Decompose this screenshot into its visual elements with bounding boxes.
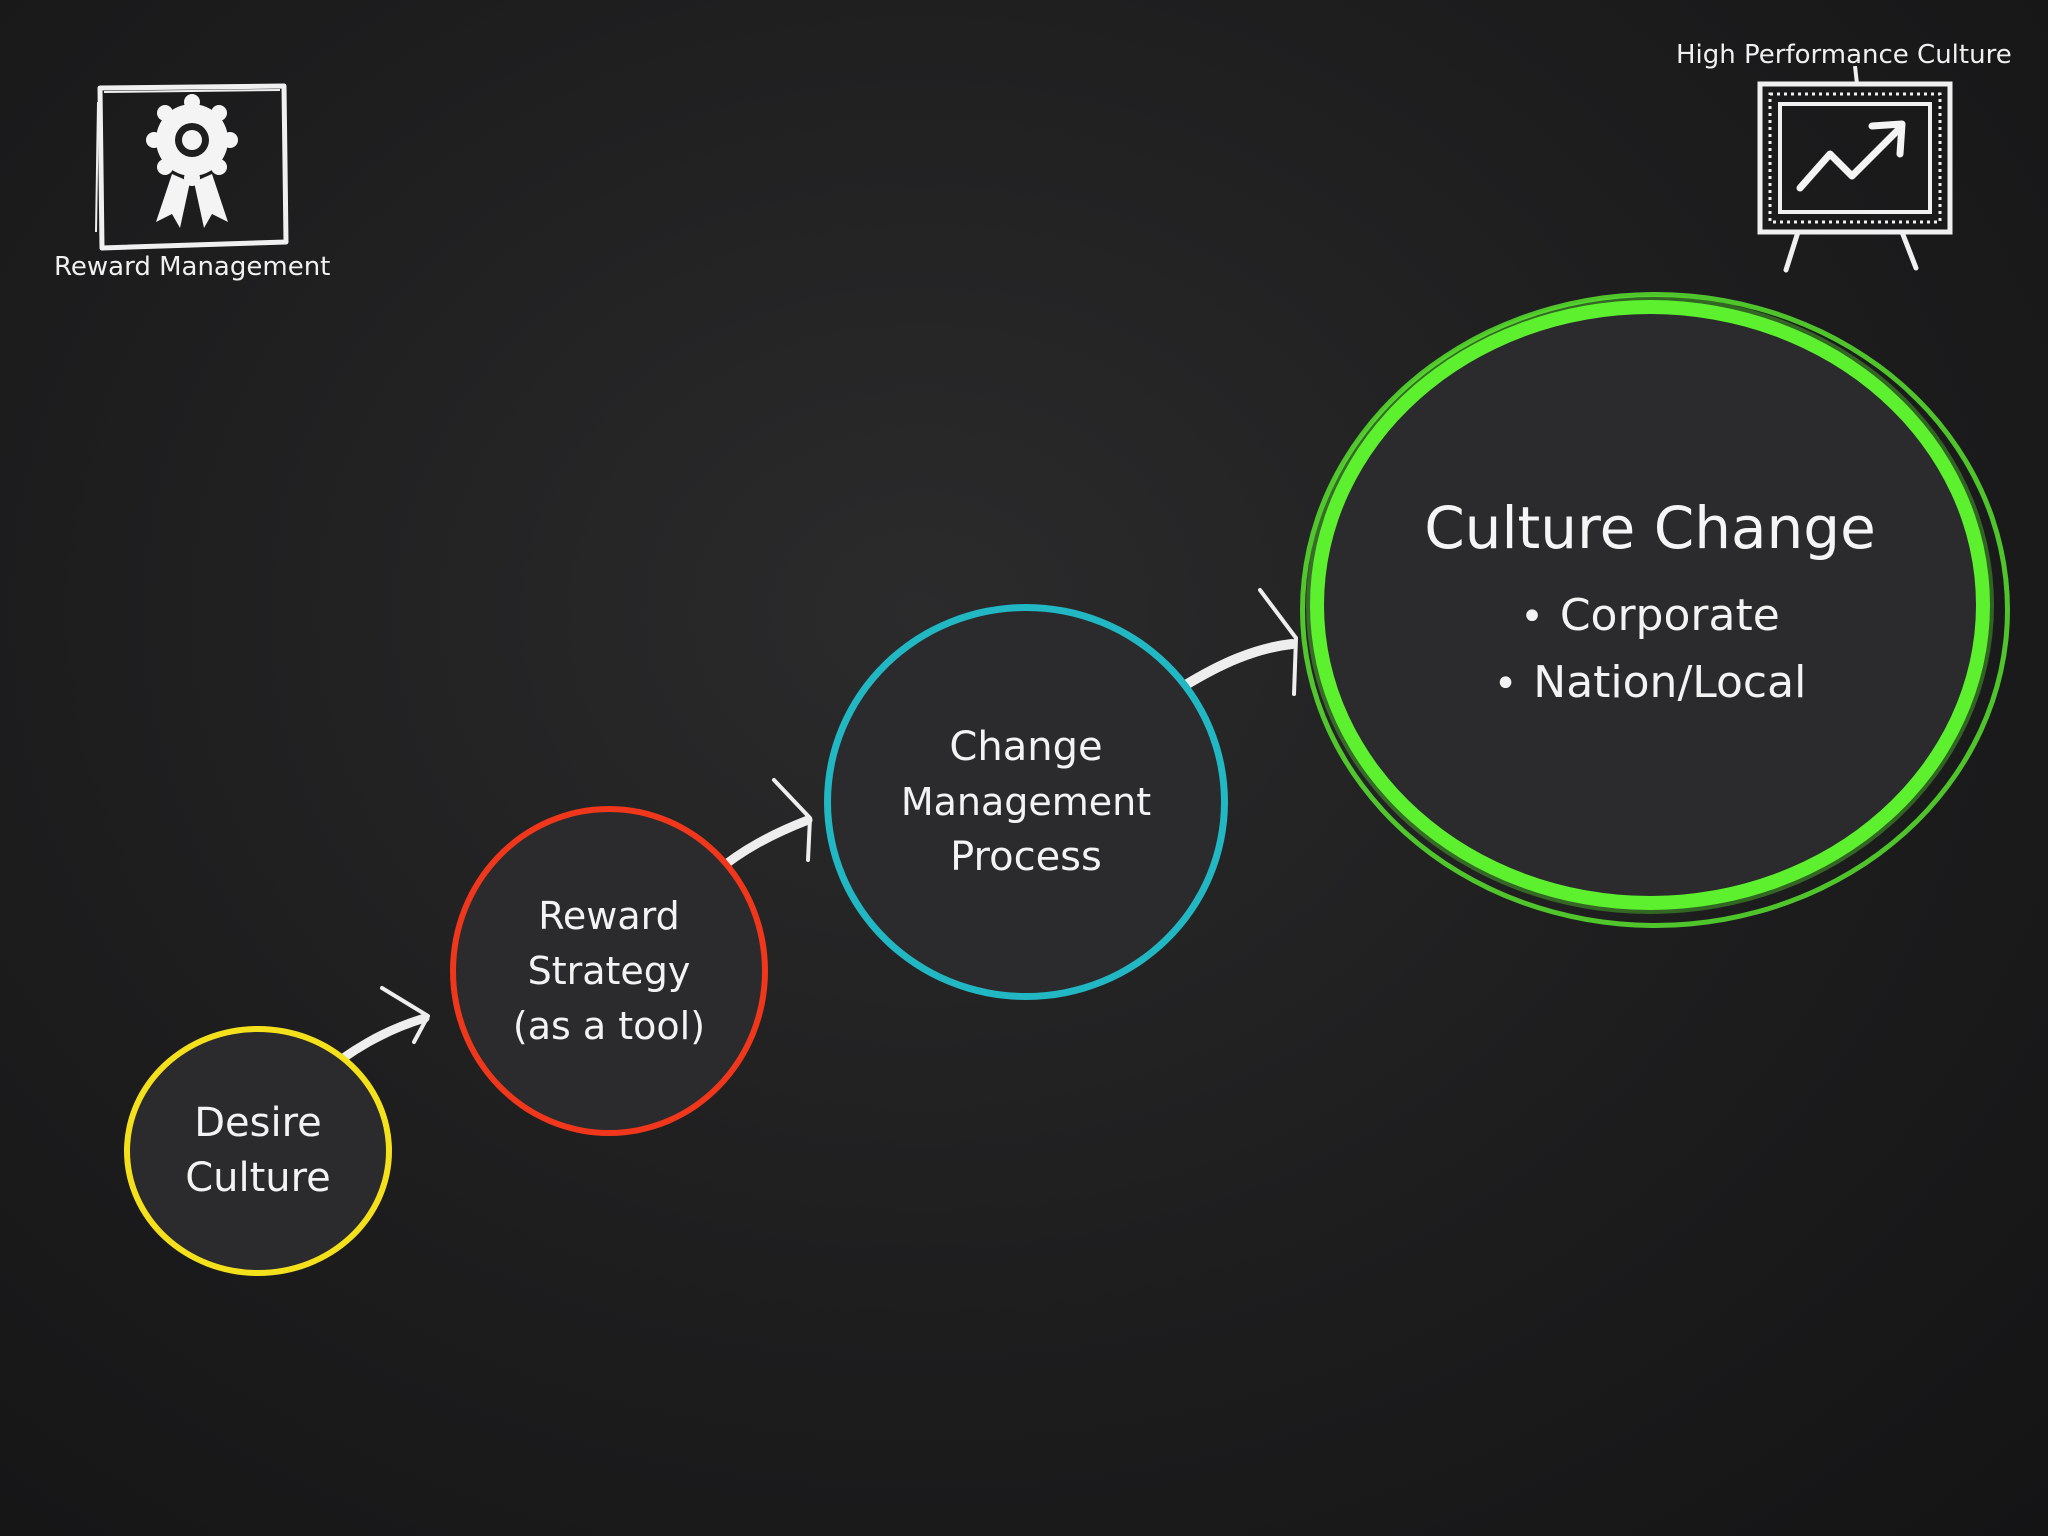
step-circle-reward-strategy: Reward Strategy (as a tool) <box>450 806 768 1136</box>
step-label-line: Desire <box>194 1100 322 1146</box>
high-performance-culture-caption: High Performance Culture <box>1676 40 2012 70</box>
step-label-line: Strategy <box>527 948 691 993</box>
step-label-line: Process <box>950 833 1102 880</box>
goal-bullet-item: Corporate <box>1494 583 1807 650</box>
award-ribbon-icon <box>95 83 289 251</box>
step-label-line: (as a tool) <box>512 1003 706 1048</box>
step-circle-change-management: Change Management Process <box>824 604 1228 1000</box>
step-label-line: Culture <box>185 1155 331 1201</box>
step-label-line: Change <box>949 723 1103 770</box>
goal-bullet-list: Corporate Nation/Local <box>1494 583 1807 717</box>
step-label-line: Management <box>900 779 1152 824</box>
arrow-icon <box>1180 588 1298 696</box>
step-circle-desire-culture: Desire Culture <box>124 1026 392 1276</box>
reward-management-caption: Reward Management <box>54 252 331 282</box>
goal-circle-culture-change: Culture Change Corporate Nation/Local <box>1310 300 1990 910</box>
goal-title: Culture Change <box>1424 494 1876 562</box>
step-label-line: Reward <box>538 893 680 938</box>
presentation-chart-icon <box>1757 66 1953 273</box>
goal-bullet-item: Nation/Local <box>1494 650 1806 717</box>
